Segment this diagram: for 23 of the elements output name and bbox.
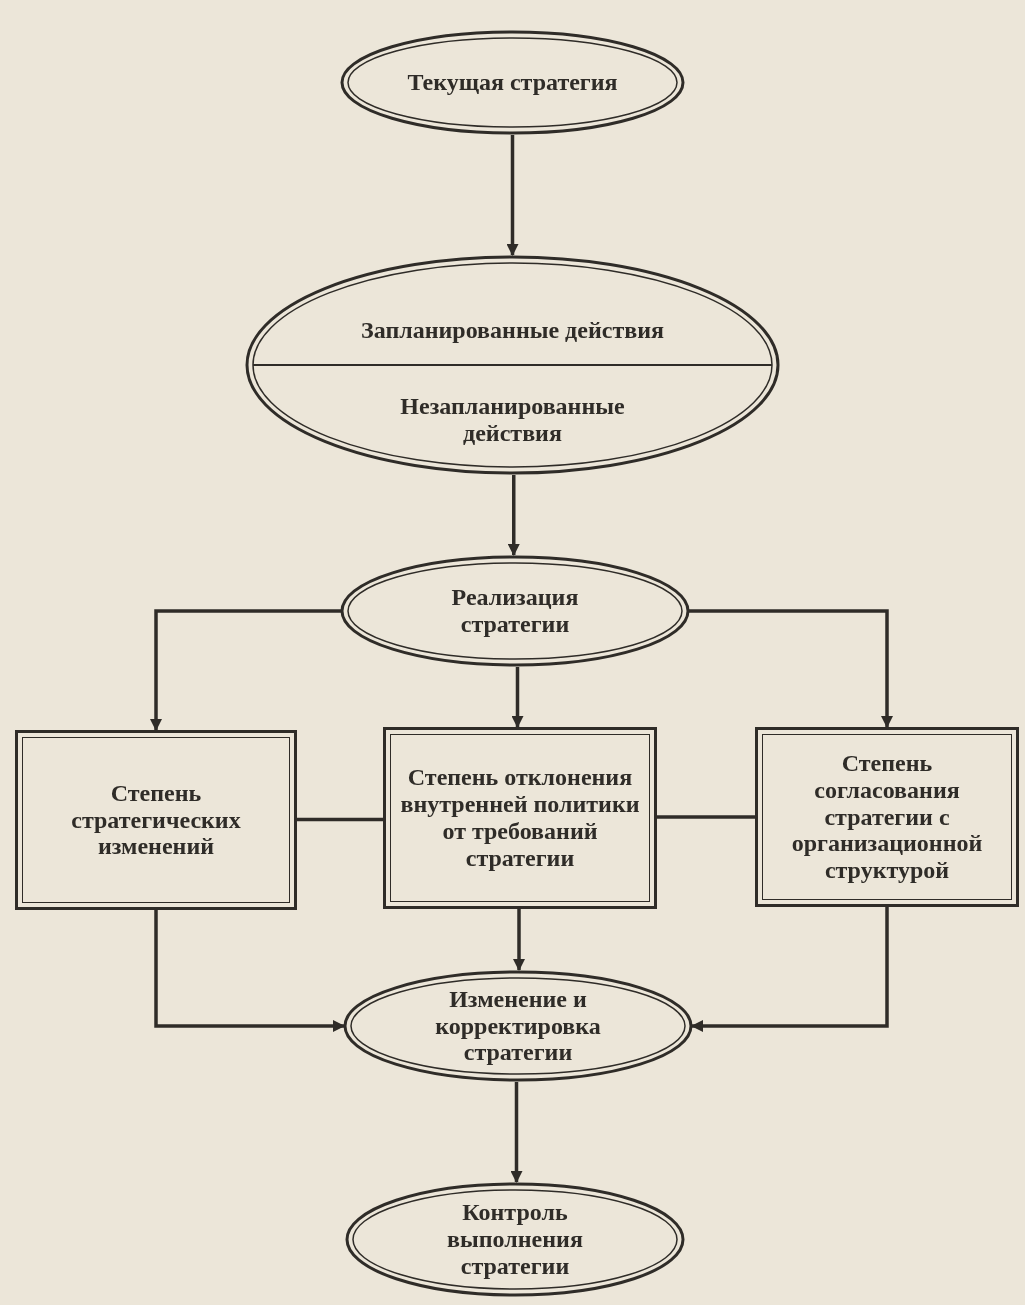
ellipse-label: Контроль выполнения стратегии [446, 1199, 584, 1280]
process-box [383, 727, 657, 909]
arrow [510, 1082, 523, 1183]
process-box [15, 730, 297, 910]
arrow [150, 609, 341, 731]
box-label: Степень отклонения внутренней политики от требований стратегии [399, 764, 641, 872]
arrow [506, 135, 519, 256]
arrow [507, 475, 520, 556]
box-label: Степень стратегических изменений [70, 779, 242, 861]
ellipse-label: Запланированные действия [361, 316, 664, 344]
arrow [154, 910, 345, 1032]
arrow [511, 667, 524, 728]
arrow [689, 609, 893, 728]
connector-line [657, 815, 755, 819]
connector-line [297, 817, 383, 822]
box-label: Степень согласования стратегии с организационной структурой [790, 749, 984, 885]
process-box [755, 727, 1019, 907]
ellipse-label: Незапланированные действия [399, 393, 626, 447]
arrow [513, 909, 525, 971]
ellipse-label: Изменение и корректировка стратегии [434, 985, 602, 1067]
arrow [691, 907, 889, 1032]
ellipse-label: Текущая стратегия [407, 69, 618, 96]
ellipse-label: Реализация стратегии [450, 584, 580, 638]
